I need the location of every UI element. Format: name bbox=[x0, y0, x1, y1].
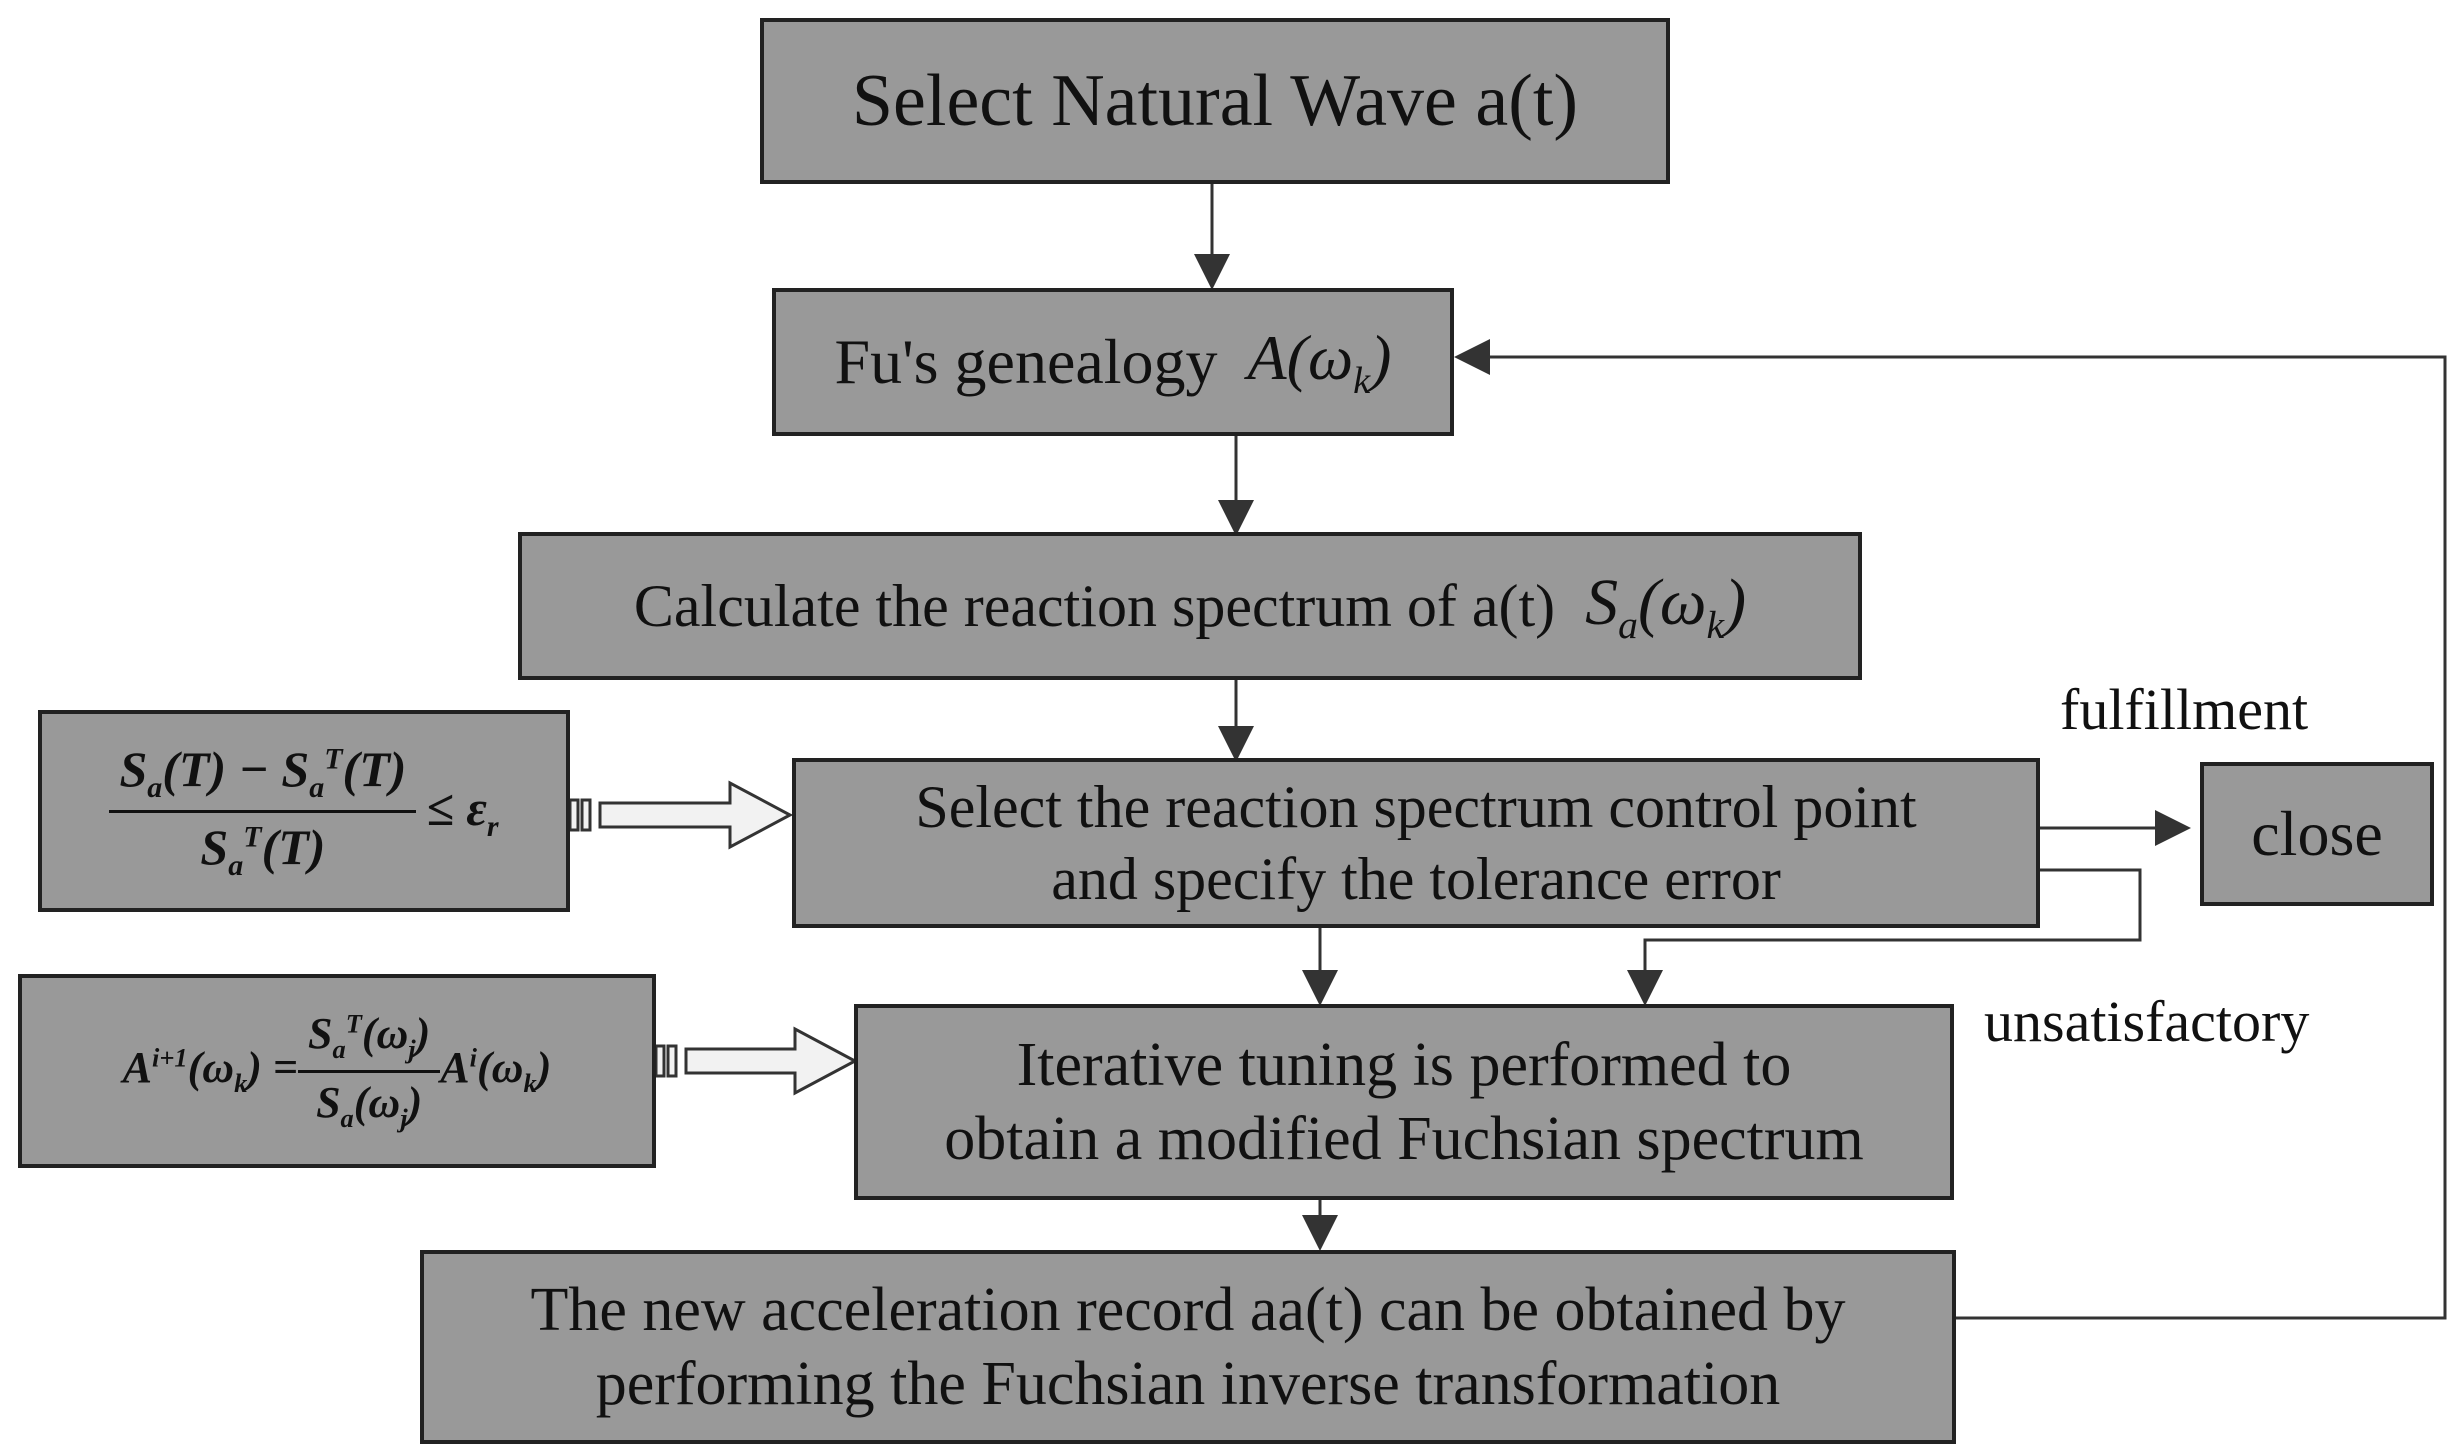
control-point-line2: and specify the tolerance error bbox=[1051, 846, 1781, 912]
tolerance-formula-box: Sa(T) − SaT(T) SaT(T) ≤ εr bbox=[38, 710, 570, 912]
fulfillment-label: fulfillment bbox=[2060, 677, 2309, 742]
new-record-line2: performing the Fuchsian inverse transfor… bbox=[595, 1350, 1781, 1418]
iterative-tuning-box: Iterative tuning is performed to obtain … bbox=[854, 1004, 1954, 1200]
new-record-line1: The new acceleration record aa(t) can be… bbox=[530, 1275, 1846, 1344]
iteration-fraction: SaT(ωj) Sa(ωj) bbox=[298, 1008, 441, 1134]
close-text: close bbox=[2251, 797, 2383, 869]
calculate-spectrum-text: Calculate the reaction spectrum of a(t) bbox=[633, 573, 1556, 639]
close-box: close bbox=[2200, 762, 2434, 906]
fu-genealogy-text: Fu's genealogy bbox=[834, 325, 1218, 397]
hollow-arrow-iteration bbox=[684, 1026, 859, 1096]
iteration-formula-box: Ai+1(ωk) = SaT(ωj) Sa(ωj) Ai(ωk) bbox=[18, 974, 656, 1168]
iterative-tuning-line1: Iterative tuning is performed to bbox=[1016, 1030, 1792, 1099]
fu-genealogy-formula: A(ωk) bbox=[1247, 322, 1392, 402]
hollow-arrow-tolerance bbox=[598, 780, 794, 850]
select-natural-wave-box: Select Natural Wave a(t) bbox=[760, 18, 1670, 184]
unsatisfactory-label: unsatisfactory bbox=[1984, 989, 2310, 1054]
select-natural-wave-text: Select Natural Wave a(t) bbox=[851, 59, 1579, 142]
control-point-line1: Select the reaction spectrum control poi… bbox=[915, 774, 1917, 840]
calculate-spectrum-formula: Sa(ωk) bbox=[1585, 565, 1747, 647]
iterative-tuning-line2: obtain a modified Fuchsian spectrum bbox=[944, 1105, 1864, 1173]
calculate-spectrum-box: Calculate the reaction spectrum of a(t) … bbox=[518, 532, 1862, 680]
arrow-feedback-loop bbox=[1454, 339, 2447, 1320]
new-acceleration-record-box: The new acceleration record aa(t) can be… bbox=[420, 1250, 1956, 1444]
fu-genealogy-box: Fu's genealogy A(ωk) bbox=[772, 288, 1454, 436]
tolerance-fraction: Sa(T) − SaT(T) SaT(T) bbox=[109, 739, 417, 884]
control-point-box: Select the reaction spectrum control poi… bbox=[792, 758, 2040, 928]
arrow-unsatisfactory-loop bbox=[1627, 868, 2142, 1006]
